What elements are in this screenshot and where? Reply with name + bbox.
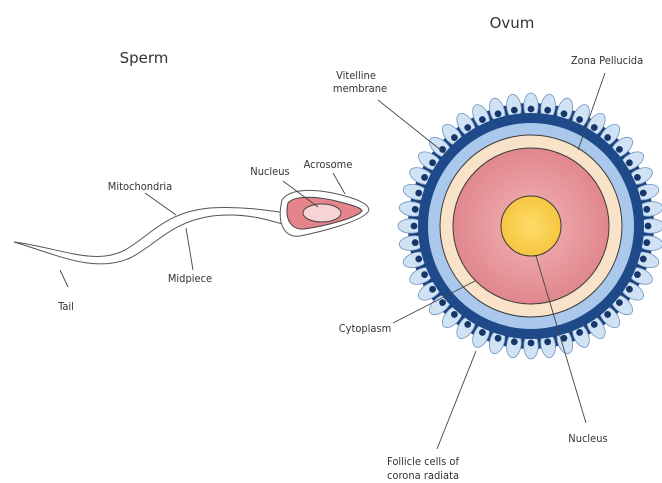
ovum-cell [398,93,662,359]
label-zona-pellucida: Zona Pellucida [571,54,643,67]
label-cytoplasm: Cytoplasm [339,322,392,335]
label-ovum-nucleus: Nucleus [568,432,607,445]
pointer-tail [60,270,68,287]
sperm-tail-lower [14,215,296,264]
pointer-midpiece [186,228,193,270]
sperm-nucleus [303,204,341,222]
sperm-cell [14,190,369,264]
sperm-tail [14,207,292,256]
ovum-nucleus [501,196,561,256]
pointer-vitelline [378,100,447,155]
pointer-mitochondria [145,193,176,215]
label-midpiece: Midpiece [168,272,212,285]
sperm-title: Sperm [120,49,169,67]
label-sperm-nucleus: Nucleus [250,165,289,178]
label-acrosome: Acrosome [304,158,353,171]
label-vitelline-line2: membrane [333,82,387,95]
pointer-acrosome [333,173,345,194]
label-mitochondria: Mitochondria [108,180,172,193]
pointer-follicle [437,351,476,449]
label-follicle-line1: Follicle cells of [387,455,459,468]
label-follicle-line2: corona radiata [387,469,459,482]
ovum-title: Ovum [490,14,535,32]
label-tail: Tail [57,300,74,313]
label-vitelline-line1: Vitelline [336,69,376,82]
